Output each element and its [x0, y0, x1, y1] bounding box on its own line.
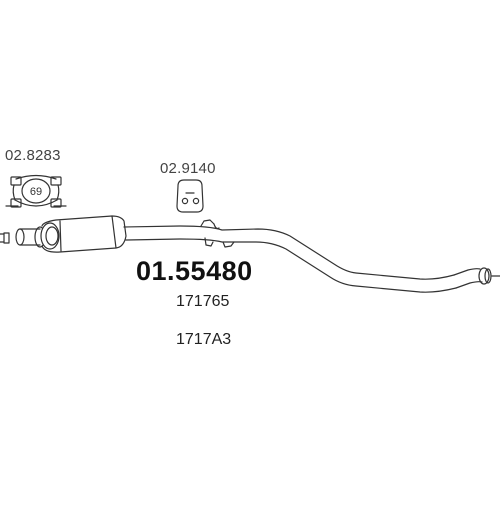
oe-number-1: 171765	[176, 293, 230, 310]
main-part-number: 01.55480	[136, 256, 253, 286]
rear-pipe	[123, 225, 457, 293]
silencer-body	[40, 215, 127, 253]
inlet-stub	[0, 232, 10, 244]
clamp-part	[5, 174, 67, 208]
hanger-code-label: 02.9140	[160, 160, 216, 177]
clamp-code-label: 02.8283	[5, 147, 61, 164]
hanger-part	[176, 179, 204, 213]
oe-number-2: 1717A3	[176, 331, 232, 348]
pipe-bracket	[200, 219, 235, 248]
tail-pipe	[453, 267, 500, 289]
clamp-size-label: 69	[30, 186, 42, 198]
